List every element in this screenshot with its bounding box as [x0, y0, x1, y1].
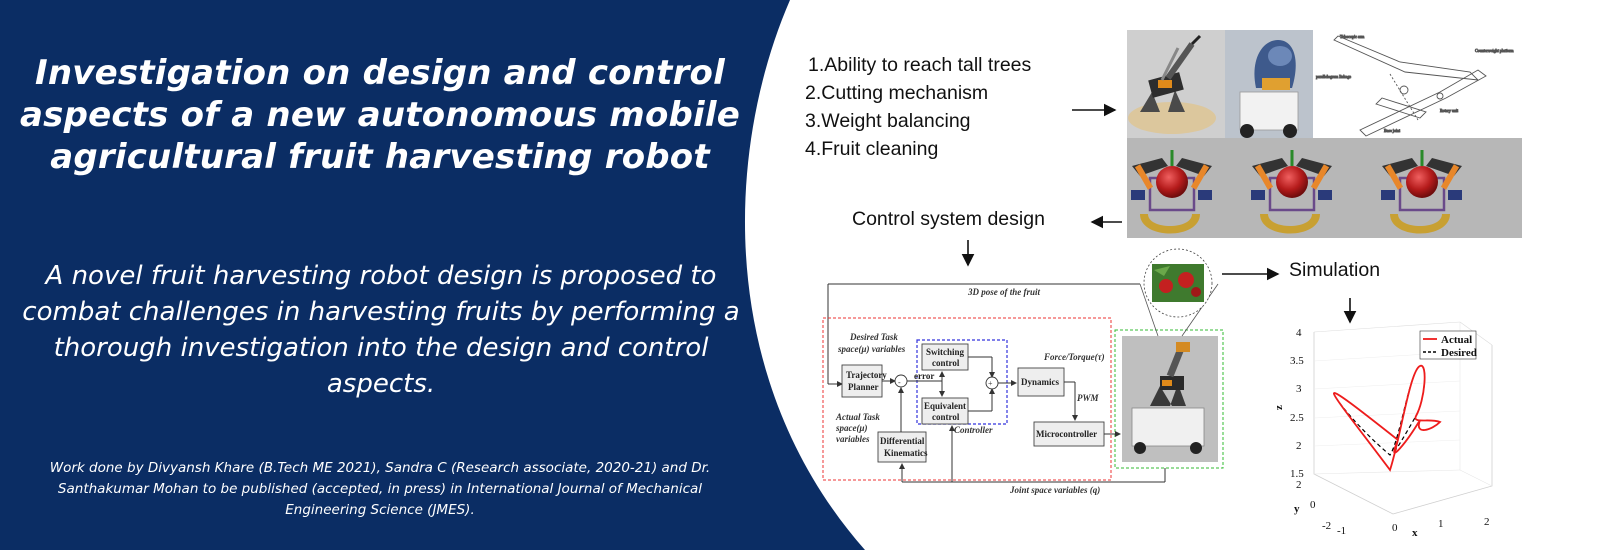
- feature-item-3: 3.Weight balancing: [805, 110, 971, 133]
- page-subtitle: A novel fruit harvesting robot design is…: [22, 261, 740, 399]
- z-tick: 2: [1296, 440, 1302, 452]
- desired-label-2: space(μ) variables: [837, 344, 906, 354]
- gripper-render-2: [1251, 150, 1332, 234]
- equivalent-control-block: [921, 397, 969, 425]
- feature-item-1: 1.Ability to reach tall trees: [808, 54, 1031, 77]
- svg-text:Counterweight platform: Counterweight platform: [1475, 48, 1514, 53]
- joint-label: Joint space variables (q): [1009, 485, 1100, 495]
- legend-desired: Desired: [1441, 347, 1477, 359]
- z-tick: 1.5: [1290, 468, 1304, 480]
- control-block-diagram: 3D pose of the fruit Desired Task space(…: [822, 248, 1224, 495]
- y-tick: 0: [1310, 499, 1316, 511]
- switching-label-2: control: [932, 358, 960, 368]
- robot-region: [1114, 329, 1224, 469]
- simulation-label: Simulation: [1289, 259, 1381, 281]
- summing-junction-1: [894, 374, 908, 388]
- mechanism-drawing: Telescopic arm Counterweight platform pa…: [1314, 30, 1522, 138]
- differential-label-2: Kinematics: [884, 448, 928, 458]
- z-tick: 3: [1296, 383, 1302, 395]
- robot-render-2: [1225, 30, 1313, 138]
- feature-number: 4.: [805, 138, 822, 160]
- z-tick: 4: [1296, 327, 1302, 339]
- microcontroller-label: Microcontroller: [1036, 429, 1097, 439]
- x-tick: 1: [1438, 518, 1444, 530]
- feature-number: 2.: [805, 82, 822, 104]
- svg-text:parallelogram linkage: parallelogram linkage: [1316, 74, 1351, 79]
- feature-number: 1.: [808, 54, 825, 76]
- fruit-callout: [1139, 248, 1219, 337]
- pwm-label: PWM: [1077, 393, 1100, 403]
- svg-text:Telescopic arm: Telescopic arm: [1340, 34, 1365, 39]
- feature-item-2: 2.Cutting mechanism: [805, 82, 988, 105]
- y-axis-label: y: [1294, 503, 1300, 515]
- actual-label-3: variables: [836, 434, 870, 444]
- y-tick: -2: [1322, 520, 1331, 532]
- gripper-render-3: [1381, 150, 1462, 234]
- controller-label: Controller: [954, 425, 993, 435]
- x-tick: 2: [1484, 516, 1490, 528]
- svg-text:Rotary unit: Rotary unit: [1440, 108, 1459, 113]
- differential-label-1: Differential: [880, 436, 925, 446]
- feature-label: Fruit cleaning: [821, 138, 939, 160]
- error-label: error: [914, 371, 934, 381]
- svg-text:Base joint: Base joint: [1384, 128, 1401, 133]
- trajectory-label-1: Trajectory: [846, 370, 887, 380]
- z-tick: 2.5: [1290, 412, 1304, 424]
- force-label: Force/Torque(τ): [1043, 352, 1105, 362]
- gripper-render-1: [1131, 150, 1212, 234]
- feature-label: Weight balancing: [821, 110, 971, 132]
- robot-render-1: [1127, 30, 1225, 138]
- pose-label: 3D pose of the fruit: [967, 287, 1040, 297]
- control-system-design-label: Control system design: [852, 208, 1045, 230]
- feature-label: Ability to reach tall trees: [824, 54, 1032, 76]
- x-tick: 0: [1392, 522, 1398, 534]
- desired-label-1: Desired Task: [849, 332, 898, 342]
- switching-label-1: Switching: [926, 347, 965, 357]
- desired-trajectory: [1333, 365, 1426, 456]
- legend-actual: Actual: [1441, 334, 1472, 346]
- switching-control-block: [921, 343, 969, 371]
- plot-legend: [1419, 330, 1477, 360]
- y-tick: 2: [1296, 479, 1302, 491]
- page-title: Investigation on design and control aspe…: [19, 53, 741, 177]
- sliding-controller-region: [916, 339, 1008, 425]
- feature-label: Cutting mechanism: [821, 82, 989, 104]
- actual-trajectory: [1333, 365, 1442, 472]
- z-axis-label: z: [1273, 405, 1285, 410]
- x-tick: -1: [1337, 525, 1346, 537]
- simulation-plot: Actual Desired 4 3.5 3 2.5 2 1.5 z 2 0 -…: [1273, 321, 1493, 539]
- equivalent-label-1: Equivalent: [924, 401, 966, 411]
- microcontroller-block: [1033, 421, 1105, 447]
- svg-text:+: +: [988, 379, 993, 388]
- actual-label-1: Actual Task: [835, 412, 880, 422]
- equivalent-label-2: control: [932, 412, 960, 422]
- feature-number: 3.: [805, 110, 822, 132]
- feature-item-4: 4.Fruit cleaning: [805, 138, 938, 161]
- robot-photo: [1122, 336, 1218, 462]
- dynamics-label: Dynamics: [1021, 377, 1059, 387]
- gripper-renders: [1127, 138, 1522, 238]
- z-tick: 3.5: [1290, 355, 1304, 367]
- actual-label-2: space(μ): [835, 423, 868, 433]
- x-axis-label: x: [1412, 527, 1418, 539]
- credit-text: Work done by Divyansh Khare (B.Tech ME 2…: [49, 460, 711, 518]
- svg-text:-: -: [898, 378, 901, 387]
- differential-kinematics-block: [877, 431, 927, 463]
- trajectory-label-2: Planner: [848, 382, 879, 392]
